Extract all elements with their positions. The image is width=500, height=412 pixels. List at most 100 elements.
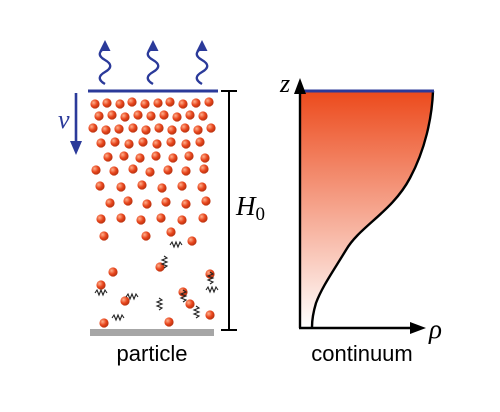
particle <box>94 111 104 121</box>
brownian-motion-squiggle-icon <box>169 240 183 249</box>
particle <box>191 98 201 108</box>
particle <box>141 125 151 135</box>
particle <box>128 123 138 133</box>
particle <box>95 181 105 191</box>
particle <box>153 98 163 108</box>
particle <box>99 318 109 328</box>
particle <box>141 231 151 241</box>
particle <box>91 165 101 175</box>
particle <box>108 267 118 277</box>
particle <box>138 137 148 147</box>
particle <box>119 151 129 161</box>
evaporation-wavy-arrow-icon <box>146 40 160 86</box>
particle <box>168 153 178 163</box>
particle <box>96 138 106 148</box>
particle <box>177 215 187 225</box>
continuum-caption: continuum <box>311 341 413 366</box>
rho-axis-label: ρ <box>428 314 442 344</box>
height-label: H0 <box>235 191 265 225</box>
particle <box>198 111 208 121</box>
particle <box>197 182 207 192</box>
brownian-motion-squiggle-icon <box>111 313 125 322</box>
density-profile-curve <box>310 90 435 328</box>
brownian-motion-squiggle-icon <box>192 305 201 319</box>
particle <box>185 110 195 120</box>
brownian-motion-squiggle-icon <box>155 297 164 311</box>
particle <box>206 123 216 133</box>
particle <box>105 198 115 208</box>
particle-cloud <box>88 97 216 328</box>
particle <box>133 110 143 120</box>
height-symbol: H <box>235 191 257 221</box>
z-axis <box>294 78 306 328</box>
velocity-label: v <box>58 105 70 134</box>
particle <box>96 280 106 290</box>
particle <box>178 99 188 109</box>
particle <box>154 123 164 133</box>
particle <box>135 153 145 163</box>
particle <box>146 111 156 121</box>
particle <box>123 196 133 206</box>
particle <box>90 99 100 109</box>
density-profile-fill <box>300 91 433 327</box>
substrate <box>90 329 214 336</box>
particle <box>115 99 125 109</box>
particle <box>107 110 117 120</box>
particle <box>152 139 162 149</box>
particle <box>88 123 98 133</box>
particle <box>101 125 111 135</box>
brownian-motion-squiggle-icon <box>94 288 108 297</box>
brownian-squiggles <box>94 240 219 322</box>
particle <box>116 213 126 223</box>
particle <box>99 231 109 241</box>
particle-panel: v H0 particle <box>58 40 265 366</box>
particle <box>199 164 209 174</box>
continuum-panel: z ρ continuum <box>279 69 442 366</box>
particle <box>156 213 166 223</box>
particle <box>181 139 191 149</box>
particle-caption: particle <box>117 341 188 366</box>
particle <box>200 153 210 163</box>
particle <box>120 296 130 306</box>
height-bracket <box>221 90 237 331</box>
particle <box>120 112 130 122</box>
particle <box>201 196 211 206</box>
particle <box>181 166 191 176</box>
particle <box>159 110 169 120</box>
particle <box>136 215 146 225</box>
particle <box>128 164 138 174</box>
particle <box>177 181 187 191</box>
particle <box>193 125 203 135</box>
particle <box>124 139 134 149</box>
particle <box>198 213 208 223</box>
particle <box>195 137 205 147</box>
particle <box>205 310 215 320</box>
brownian-motion-squiggle-icon <box>206 271 215 285</box>
particle <box>163 165 173 175</box>
z-axis-label: z <box>279 69 290 98</box>
particle <box>167 125 177 135</box>
particle <box>157 183 167 193</box>
particle <box>96 214 106 224</box>
particle <box>151 151 161 161</box>
particle <box>165 97 175 107</box>
particle <box>116 182 126 192</box>
particle <box>145 167 155 177</box>
particle <box>181 199 191 209</box>
particle <box>103 152 113 162</box>
rho-axis <box>299 322 426 334</box>
particle <box>109 166 119 176</box>
particle <box>166 137 176 147</box>
particle <box>127 97 137 107</box>
brownian-motion-squiggle-icon <box>205 285 219 294</box>
particle <box>185 299 195 309</box>
brownian-motion-squiggle-icon <box>160 255 169 269</box>
particle <box>204 97 214 107</box>
particle <box>142 199 152 209</box>
particle <box>161 197 171 207</box>
particle <box>166 227 176 237</box>
particle <box>114 124 124 134</box>
down-arrow-icon <box>70 93 82 155</box>
particle <box>184 151 194 161</box>
